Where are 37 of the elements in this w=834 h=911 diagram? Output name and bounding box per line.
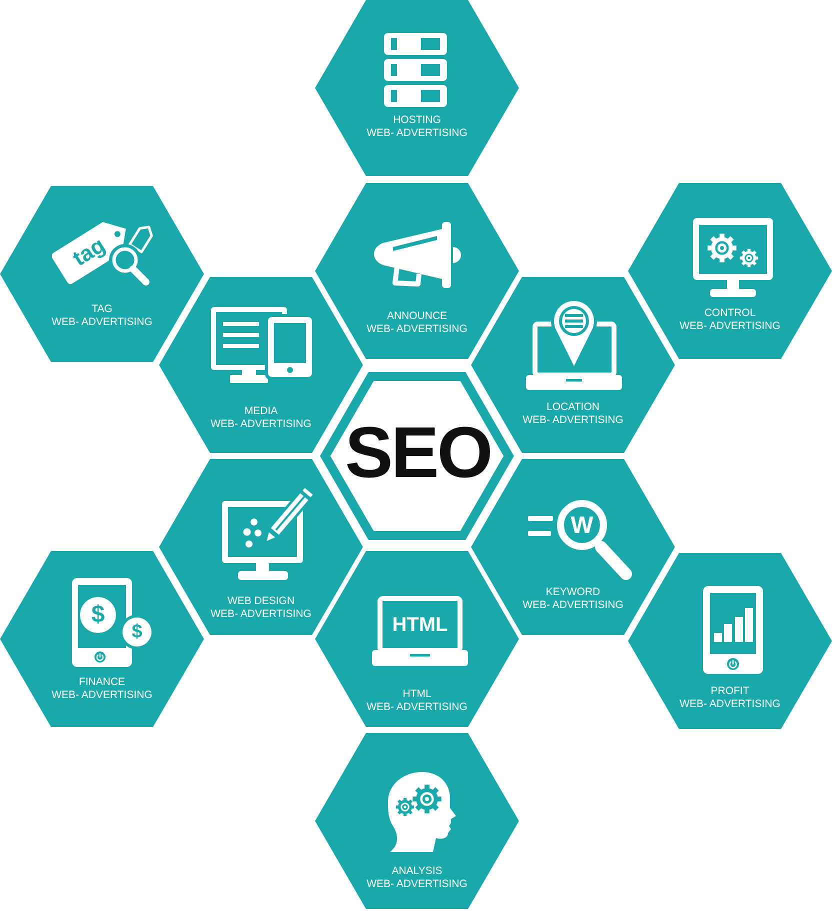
category-subtitle: WEB- ADVERTISING — [366, 127, 468, 138]
html-label: HTML — [392, 615, 448, 635]
category-subtitle: WEB- ADVERTISING — [680, 320, 780, 331]
category-title: MEDIA — [244, 406, 278, 416]
category-subtitle: WEB- ADVERTISING — [522, 414, 624, 425]
category-title: FINANCE — [78, 676, 126, 688]
w-letter: W — [570, 514, 594, 538]
category-subtitle: WEB- ADVERTISING — [680, 698, 780, 709]
hexagon-tile — [628, 553, 832, 729]
tag-label: tag — [69, 234, 109, 270]
category-title: KEYWORD — [546, 586, 600, 598]
center-heading: SEO — [344, 417, 492, 489]
category-subtitle: WEB- ADVERTISING — [210, 418, 312, 429]
hexagon-tile — [628, 183, 832, 359]
category-subtitle: WEB- ADVERTISING — [52, 316, 152, 327]
hexagon-tile — [315, 733, 519, 909]
category-title: TAG — [92, 304, 112, 314]
category-title: HTML — [402, 688, 432, 700]
category-title: HOSTING — [393, 114, 441, 126]
category-subtitle: WEB- ADVERTISING — [210, 608, 312, 619]
category-subtitle: WEB- ADVERTISING — [366, 701, 468, 712]
dollar-sign: $ — [132, 622, 142, 642]
category-title: CONTROL — [704, 308, 756, 318]
category-subtitle: WEB- ADVERTISING — [366, 323, 468, 334]
category-title: PROFIT — [710, 686, 750, 696]
hexagon-tile — [0, 551, 204, 727]
category-title: ANALYSIS — [392, 866, 442, 876]
category-subtitle: WEB- ADVERTISING — [366, 878, 468, 889]
category-subtitle: WEB- ADVERTISING — [522, 599, 624, 610]
category-title: WEB DESIGN — [227, 596, 295, 606]
category-subtitle: WEB- ADVERTISING — [52, 689, 152, 700]
hexagon-tile — [315, 0, 519, 176]
category-title: ANNOUNCE — [386, 310, 448, 322]
category-title: LOCATION — [546, 402, 600, 412]
dollar-sign: $ — [91, 603, 105, 627]
hexagon-tile — [0, 186, 204, 362]
hexagon-tile — [315, 551, 519, 727]
